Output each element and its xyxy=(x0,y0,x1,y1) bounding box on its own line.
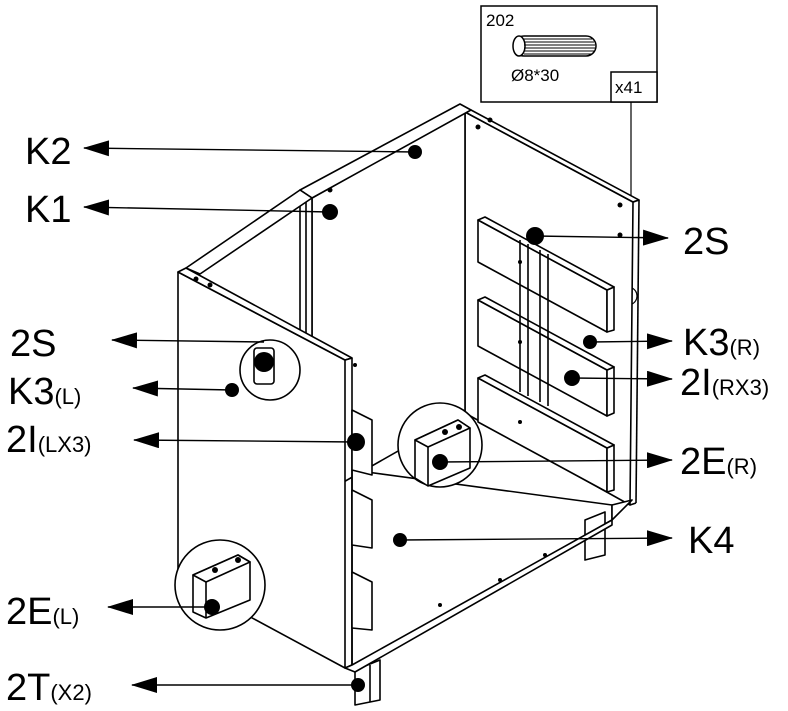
label-2t: 2T(X2) xyxy=(6,667,92,709)
label-2s-right: 2S xyxy=(683,221,729,263)
label-2i-right: 2I(RX3) xyxy=(680,362,769,404)
label-k2: K2 xyxy=(25,131,71,173)
callout-arrows xyxy=(83,140,673,693)
label-k4: K4 xyxy=(688,520,734,562)
wooden-dowel-icon xyxy=(512,35,597,57)
label-2e-right: 2E(R) xyxy=(680,441,757,483)
part-dimension: Ø8*30 xyxy=(511,66,559,85)
label-k3-left: K3(L) xyxy=(8,371,81,413)
right-rails xyxy=(477,216,615,493)
part-number: 202 xyxy=(486,11,514,30)
callout-labels: K2 K1 2S 2S K3(R) K3(L) 2I(RX3) 2I(LX3) … xyxy=(6,131,769,709)
bottom-panel xyxy=(351,469,613,671)
label-2s-left: 2S xyxy=(10,323,56,365)
hole-marks xyxy=(193,117,623,607)
label-k1: K1 xyxy=(25,189,71,231)
part-box: 202 Ø8*30 x41 xyxy=(480,5,658,306)
left-rails xyxy=(351,409,373,631)
part-quantity: x41 xyxy=(615,78,642,97)
label-2i-left: 2I(LX3) xyxy=(6,419,92,461)
label-2e-left: 2E(L) xyxy=(6,591,79,633)
cabinet-drawing xyxy=(174,103,640,706)
label-k3-right: K3(R) xyxy=(683,322,760,364)
